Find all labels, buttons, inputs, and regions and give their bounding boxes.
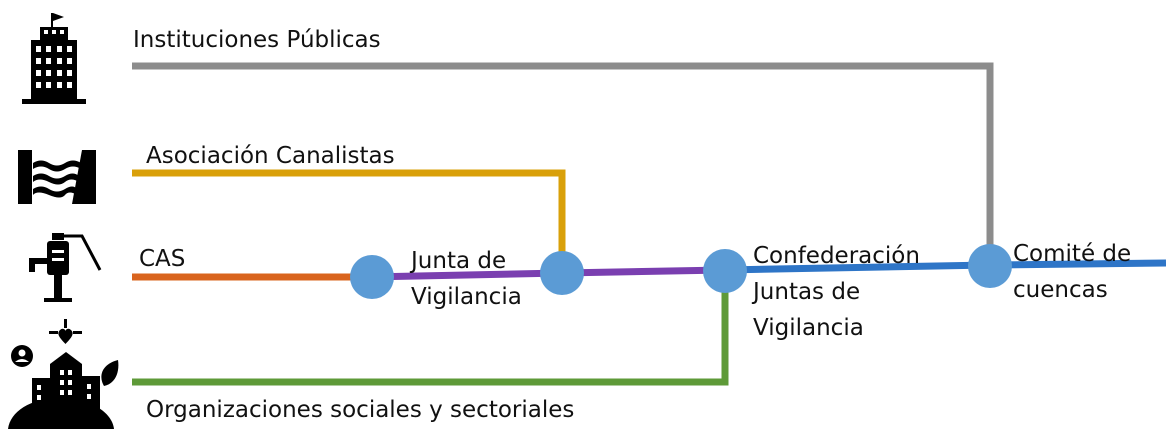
- node-asociacion-junction: [540, 251, 584, 295]
- label-junta-de-vigilancia: Junta de Vigilancia: [411, 243, 522, 315]
- label-organizaciones-sociales: Organizaciones sociales y sectoriales: [146, 397, 575, 423]
- segment-junta-to-node2: [371, 269, 563, 281]
- segment-node2-to-confederacion: [561, 266, 726, 277]
- line-instituciones-publicas: [132, 62, 994, 265]
- label-line: Comité de: [1013, 241, 1132, 267]
- label-comite-de-cuencas: Comité de cuencas: [1013, 236, 1131, 308]
- node-comite-de-cuencas: [968, 244, 1012, 288]
- label-line: Junta de: [411, 248, 507, 274]
- label-confederacion: Confederación Juntas de Vigilancia: [753, 238, 920, 346]
- water-tap-icon: [29, 233, 102, 302]
- label-cas: CAS: [139, 246, 186, 272]
- segment-confederacion-to-comite: [724, 261, 991, 274]
- label-line: cuencas: [1013, 277, 1108, 303]
- label-instituciones-publicas: Instituciones Públicas: [133, 27, 381, 53]
- segment-comite-outflow: [989, 259, 1166, 269]
- node-junta-de-vigilancia: [350, 255, 394, 299]
- label-line: Juntas de: [753, 279, 861, 305]
- line-asociacion-canalistas: [132, 169, 566, 268]
- label-line: Confederación: [753, 243, 920, 269]
- line-organizaciones-sociales: [132, 280, 729, 386]
- label-line: Vigilancia: [753, 315, 864, 341]
- canal-dam-icon: [18, 150, 96, 204]
- node-confederacion: [703, 249, 747, 293]
- building-icon: [22, 13, 86, 104]
- label-line: Vigilancia: [411, 284, 522, 310]
- label-asociacion-canalistas: Asociación Canalistas: [146, 143, 395, 169]
